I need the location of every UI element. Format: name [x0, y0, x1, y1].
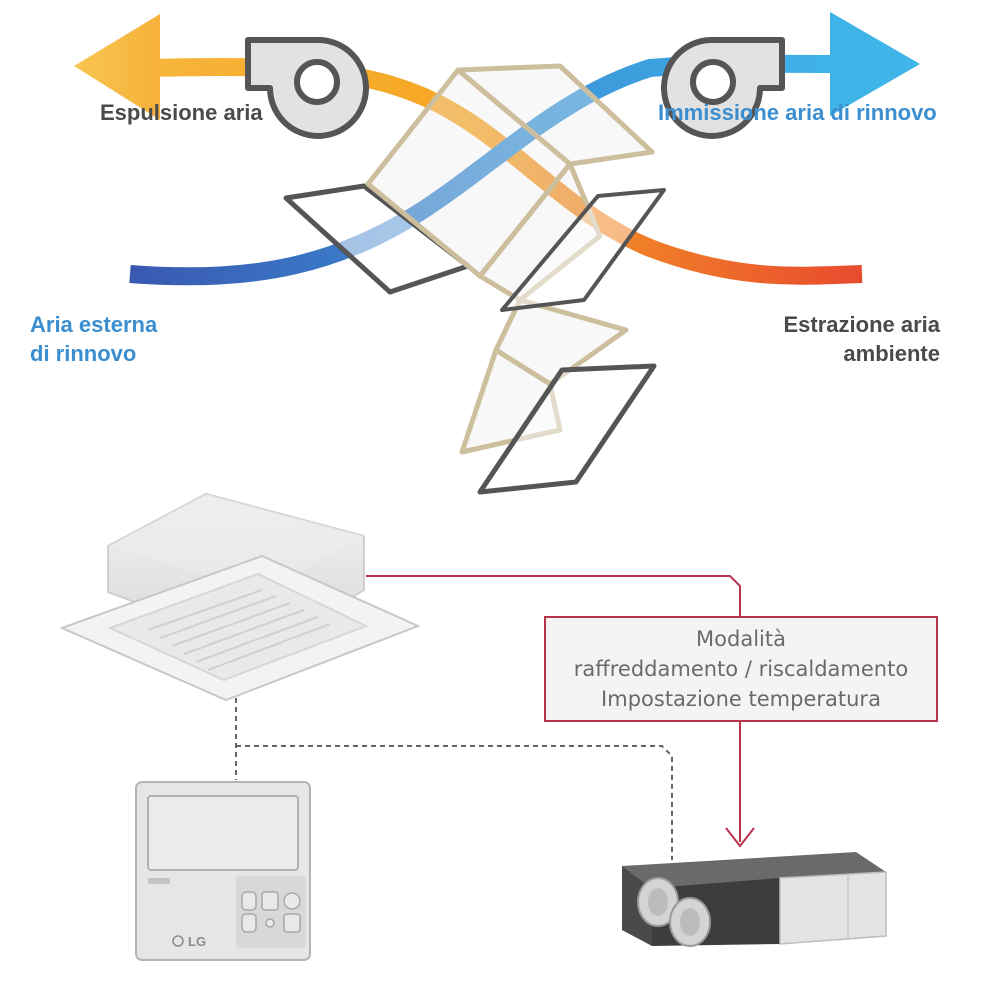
erv-ventilation-unit	[622, 852, 887, 947]
exhaust-air-label: Espulsione aria	[100, 100, 263, 125]
mode-box-line-3: Impostazione temperatura	[601, 687, 881, 711]
room-filter-frame	[477, 363, 657, 495]
control-signal-arrow	[725, 827, 755, 848]
exhaust-fan-icon	[245, 37, 369, 139]
room-air-extract-label: Estrazione aria ambiente	[783, 310, 940, 368]
lg-logo-icon	[172, 935, 184, 947]
room-air-extract-label-line-1: Estrazione aria	[783, 312, 940, 337]
room-air-extract-label-line-2: ambiente	[843, 341, 940, 366]
mode-settings-box: Modalità raffreddamento / riscaldamento …	[544, 616, 938, 722]
fresh-air-supply-label: Immissione aria di rinnovo	[658, 100, 937, 125]
communication-wiring	[235, 698, 673, 860]
outdoor-air-label-line-1: Aria esterna	[30, 312, 158, 337]
outdoor-air-label-line-2: di rinnovo	[30, 341, 137, 366]
controller-brand: LG	[188, 934, 206, 949]
mode-box-line-1: Modalità	[696, 627, 786, 651]
center-filter-frame	[500, 188, 666, 312]
fresh-air-arrow-head	[830, 12, 920, 116]
supply-fan-icon	[661, 37, 785, 139]
exhaust-arrow-head	[74, 14, 160, 120]
heat-exchanger-core	[365, 63, 655, 455]
cassette-indoor-unit	[59, 492, 421, 702]
wall-remote-controller: LG	[135, 781, 311, 961]
controller-display	[147, 795, 299, 871]
outdoor-air-label: Aria esterna di rinnovo	[30, 310, 157, 368]
mode-box-line-2: raffreddamento / riscaldamento	[573, 657, 909, 681]
control-signal-line	[366, 575, 741, 616]
